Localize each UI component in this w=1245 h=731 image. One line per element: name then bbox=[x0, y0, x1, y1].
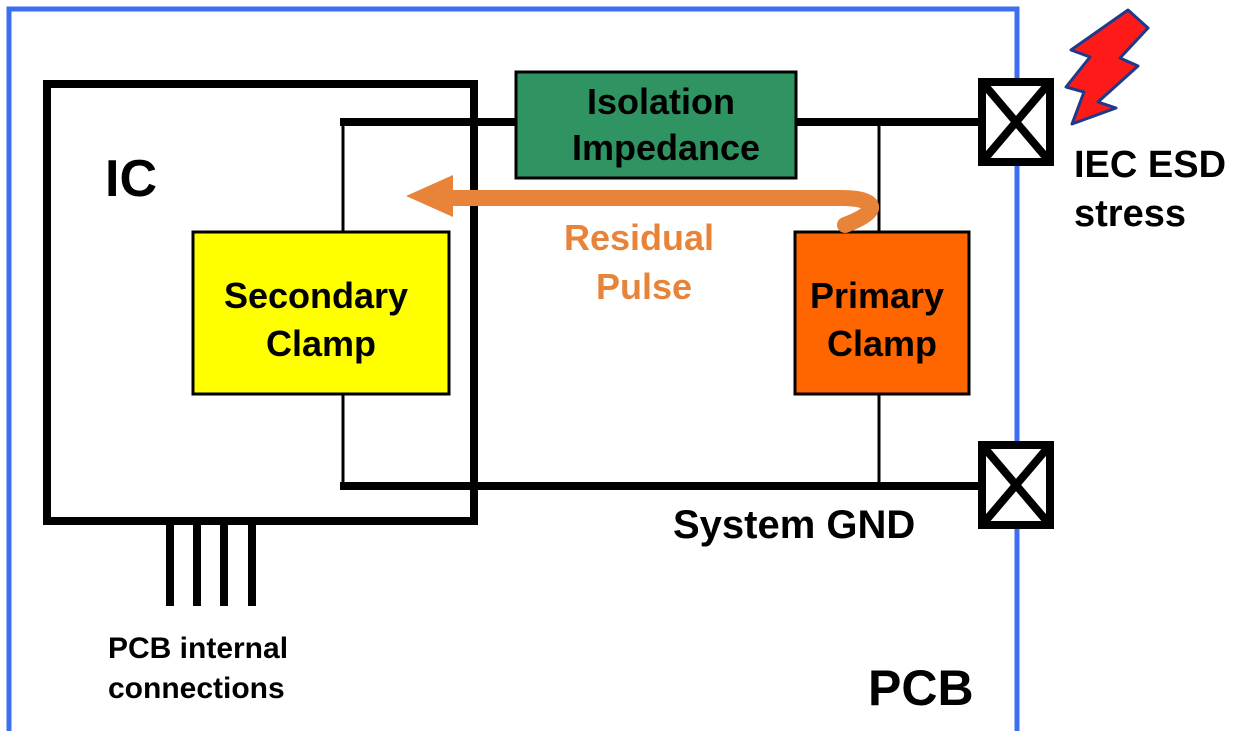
ground-line bbox=[340, 394, 982, 490]
pcb-internal-label-line2: connections bbox=[108, 672, 285, 705]
primary-label-line2: Clamp bbox=[827, 323, 937, 364]
secondary-label-line1: Secondary bbox=[224, 275, 408, 316]
pcb-internal-pins bbox=[166, 521, 256, 606]
svg-text:Primary Clamp: Primary Clamp bbox=[810, 275, 954, 364]
svg-text:Isolation Impedance: Isolation Impedance bbox=[572, 81, 760, 168]
residual-label-line1: Residual bbox=[564, 217, 714, 258]
pcb-internal-label-line1: PCB internal bbox=[108, 632, 288, 665]
esd-label-line2: stress bbox=[1074, 193, 1186, 235]
ic-label: IC bbox=[105, 150, 157, 208]
residual-pulse-arrow bbox=[406, 175, 879, 233]
signal-line bbox=[340, 118, 982, 232]
esd-label-line1: IEC ESD bbox=[1074, 144, 1226, 186]
svg-text:IEC ESD stress: IEC ESD stress bbox=[1074, 144, 1237, 235]
svg-text:PCB internal connections: PCB internal connections bbox=[108, 632, 296, 705]
svg-text:Residual Pulse: Residual Pulse bbox=[564, 217, 724, 307]
svg-text:Secondary Clamp: Secondary Clamp bbox=[224, 275, 418, 364]
primary-label-line1: Primary bbox=[810, 275, 944, 316]
pcb-label: PCB bbox=[868, 660, 974, 716]
crossed-box-pad-icon bbox=[978, 78, 1054, 166]
crossed-box-pad-icon bbox=[978, 441, 1054, 529]
primary-clamp-block bbox=[793, 230, 971, 396]
secondary-label-line2: Clamp bbox=[266, 323, 376, 364]
isolation-label-line1: Isolation bbox=[587, 81, 735, 122]
lightning-bolt-icon bbox=[1064, 8, 1150, 126]
isolation-impedance-block bbox=[514, 70, 798, 180]
pcb-boundary bbox=[6, 6, 1020, 731]
residual-label-line2: Pulse bbox=[596, 266, 692, 307]
system-gnd-label: System GND bbox=[673, 503, 915, 547]
secondary-clamp-block bbox=[191, 230, 451, 396]
isolation-label-line2: Impedance bbox=[572, 127, 760, 168]
